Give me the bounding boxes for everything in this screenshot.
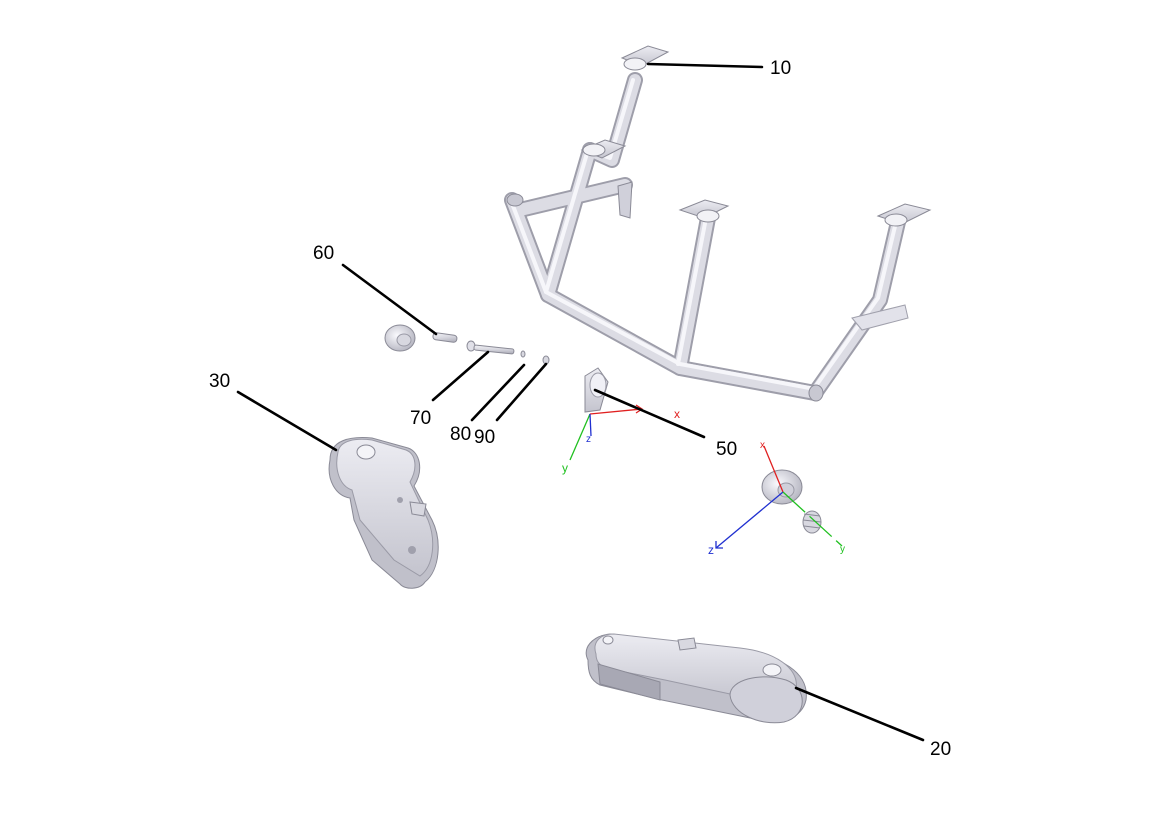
part-70-bolt <box>466 340 515 355</box>
callout-70: 70 <box>410 408 431 429</box>
mount-plate <box>620 45 670 71</box>
axis-y-label: y <box>840 544 845 555</box>
callout-30: 30 <box>209 371 230 392</box>
part-20-cover <box>585 633 807 724</box>
leader-50 <box>593 388 706 439</box>
leader-20 <box>794 686 925 742</box>
part-10-tube-frame <box>504 45 932 402</box>
callout-50: 50 <box>716 439 737 460</box>
part-30-cover <box>328 437 439 589</box>
part-60-pin <box>432 332 458 343</box>
leader-lines <box>236 62 925 742</box>
axis-z-label: z <box>708 543 714 557</box>
leader-10 <box>646 62 764 69</box>
leader-60 <box>341 263 438 336</box>
callout-90: 90 <box>474 427 495 448</box>
axis-x-label: x <box>760 440 765 451</box>
callout-20: 20 <box>930 739 951 760</box>
leader-70 <box>431 350 490 402</box>
mount-plate <box>580 139 627 159</box>
axis-y-label: y <box>562 461 568 475</box>
callout-60: 60 <box>313 243 334 264</box>
callout-80: 80 <box>450 424 471 445</box>
callout-labels: 10 20 30 50 60 70 80 90 <box>209 58 951 760</box>
part-80-washer <box>520 350 526 358</box>
leader-30 <box>236 390 338 452</box>
hub-assembly <box>761 469 822 534</box>
mount-plate <box>876 203 932 227</box>
axis-triad-wheel: x z y <box>708 440 845 557</box>
axis-z-label: z <box>586 434 591 445</box>
cap-knob <box>384 324 416 352</box>
leader-90 <box>495 362 548 422</box>
threaded-sleeve <box>802 510 822 534</box>
mount-plate <box>678 199 730 223</box>
callout-10: 10 <box>770 58 791 79</box>
leader-80 <box>470 363 526 422</box>
axis-triad-50: x y z <box>562 404 680 475</box>
axis-x-label: x <box>674 407 680 421</box>
